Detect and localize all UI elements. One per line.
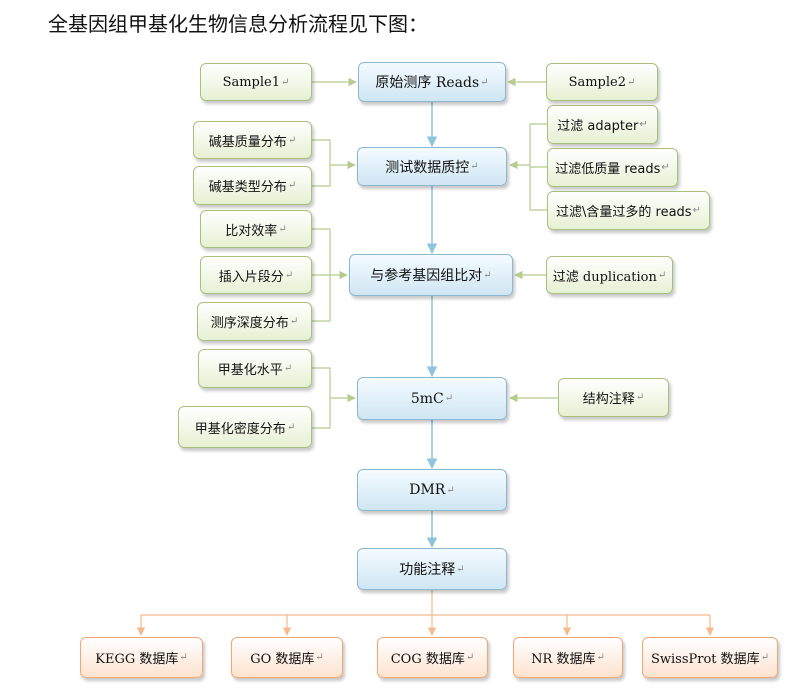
db-label: SwissProt 数据库	[650, 652, 760, 667]
db-label: KEGG 数据库	[95, 652, 179, 667]
qc-filter-adapter: 过滤 adapter↵	[547, 105, 658, 144]
db-label: COG 数据库	[390, 652, 465, 667]
step-5mc-label: 5mC	[410, 390, 444, 407]
paragraph-mark: ↵	[179, 652, 188, 663]
qc-filter-label: 过滤\含量过多的 reads	[556, 205, 692, 220]
paragraph-mark: ↵	[627, 76, 636, 88]
step-quality-control: 测试数据质控↵	[357, 147, 507, 186]
step-alignment-label: 与参考基因组比对	[370, 268, 483, 284]
qc-filter-n-content: 过滤\含量过多的 reads↵	[547, 191, 710, 230]
paragraph-mark: ↵	[446, 484, 455, 496]
qc-stat-base-quality: 碱基质量分布↵	[193, 121, 312, 159]
db-nr: NR 数据库↵	[513, 637, 623, 678]
step-alignment: 与参考基因组比对↵	[349, 254, 513, 296]
paragraph-mark: ↵	[284, 269, 294, 281]
qc-filter-low-quality: 过滤低质量 reads↵	[547, 148, 678, 187]
paragraph-mark: ↵	[692, 205, 701, 216]
db-go: GO 数据库↵	[231, 637, 343, 678]
input-sample1: Sample1↵	[200, 63, 312, 101]
align-filter-label: 过滤 duplication	[552, 269, 657, 285]
step-quality-control-label: 测试数据质控	[385, 159, 470, 176]
align-stat-efficiency: 比对效率↵	[200, 210, 312, 248]
input-sample2: Sample2↵	[546, 63, 658, 101]
paragraph-mark: ↵	[480, 76, 489, 88]
paragraph-mark: ↵	[456, 563, 465, 575]
align-stat-label: 测序深度分布	[210, 316, 289, 331]
meth-structure-annotation: 结构注释↵	[558, 378, 669, 417]
align-stat-insert-size: 插入片段分↵	[200, 256, 312, 294]
qc-stat-label: 碱基质量分布	[208, 134, 287, 150]
step-raw-reads-label: 原始测序 Reads	[375, 75, 480, 91]
paragraph-mark: ↵	[444, 393, 454, 404]
paragraph-mark: ↵	[470, 161, 479, 172]
paragraph-mark: ↵	[287, 180, 297, 191]
align-stat-label: 比对效率	[225, 223, 278, 239]
step-functional-annotation-label: 功能注释	[399, 562, 456, 578]
page-title: 全基因组甲基化生物信息分析流程见下图：	[48, 12, 428, 36]
align-stat-label: 插入片段分	[218, 269, 284, 285]
meth-annotation-label: 结构注释	[582, 392, 635, 407]
input-sample2-label: Sample2	[568, 74, 627, 90]
step-5mc: 5mC↵	[357, 377, 507, 420]
paragraph-mark: ↵	[635, 392, 645, 403]
align-stat-depth: 测序深度分布↵	[197, 302, 312, 341]
qc-filter-label: 过滤低质量 reads	[555, 162, 661, 177]
db-swissprot: SwissProt 数据库↵	[642, 637, 778, 678]
paragraph-mark: ↵	[661, 162, 670, 173]
input-sample1-label: Sample1	[222, 74, 281, 90]
paragraph-mark: ↵	[315, 652, 324, 663]
paragraph-mark: ↵	[289, 316, 299, 327]
meth-stat-label: 甲基化密度分布	[194, 421, 286, 437]
db-kegg: KEGG 数据库↵	[80, 637, 203, 678]
step-dmr-label: DMR	[409, 482, 446, 498]
db-cog: COG 数据库↵	[377, 637, 488, 678]
meth-stat-level: 甲基化水平↵	[198, 349, 312, 388]
paragraph-mark: ↵	[287, 134, 297, 146]
paragraph-mark: ↵	[465, 652, 475, 663]
paragraph-mark: ↵	[639, 119, 648, 130]
meth-stat-label: 甲基化水平	[217, 363, 283, 378]
paragraph-mark: ↵	[760, 652, 770, 663]
paragraph-mark: ↵	[483, 269, 492, 281]
db-label: NR 数据库	[531, 652, 596, 667]
qc-stat-base-type: 碱基类型分布↵	[193, 166, 312, 205]
paragraph-mark: ↵	[278, 223, 287, 235]
align-filter-duplication: 过滤 duplication↵	[546, 256, 673, 294]
paragraph-mark: ↵	[596, 652, 605, 663]
paragraph-mark: ↵	[281, 76, 290, 88]
db-label: GO 数据库	[250, 652, 315, 667]
step-dmr: DMR↵	[357, 469, 507, 511]
meth-stat-density: 甲基化密度分布↵	[178, 406, 312, 448]
qc-stat-label: 碱基类型分布	[208, 180, 287, 195]
step-functional-annotation: 功能注释↵	[357, 548, 507, 590]
paragraph-mark: ↵	[657, 269, 667, 281]
step-raw-reads: 原始测序 Reads↵	[358, 62, 506, 102]
paragraph-mark: ↵	[283, 363, 293, 374]
paragraph-mark: ↵	[286, 421, 296, 433]
qc-filter-label: 过滤 adapter	[557, 119, 639, 134]
